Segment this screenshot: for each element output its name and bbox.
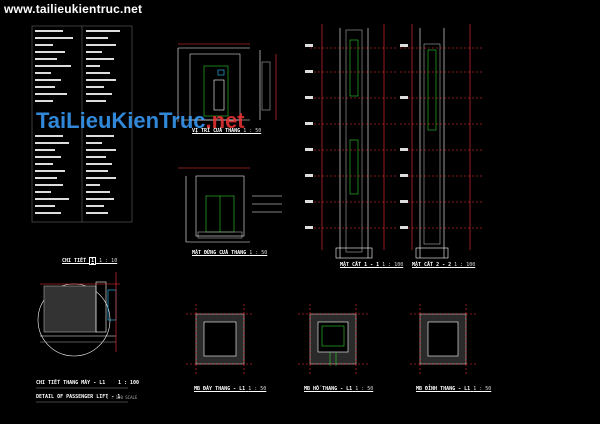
door-plan-title: VỊ TRÍ CỬA THANG 1 : 50 bbox=[192, 128, 261, 134]
top-plan-view bbox=[410, 304, 476, 374]
section-2-2-level-tags bbox=[400, 44, 408, 229]
section-1-1-view bbox=[310, 24, 396, 259]
shaft-plan-title-text: MB HỐ THANG - L1 bbox=[304, 386, 353, 392]
legend-scale: 1 : 100 bbox=[118, 380, 140, 386]
section-1-title-text: MẶT CẮT 1 - 1 bbox=[340, 262, 380, 268]
door-elevation-view bbox=[178, 167, 282, 243]
section-2-2-view bbox=[400, 24, 484, 259]
section-2-scale: 1 : 100 bbox=[454, 262, 476, 268]
door-plan-title-text: VỊ TRÍ CỬA THANG bbox=[192, 128, 241, 134]
watermark-logo-main: TaiLieuKienTruc bbox=[36, 108, 206, 133]
section-1-scale: 1 : 100 bbox=[382, 262, 404, 268]
watermark-logo: TaiLieuKienTruc.net bbox=[36, 108, 245, 134]
spec-table bbox=[31, 25, 133, 223]
section-2-title-text: MẶT CẮT 2 - 2 bbox=[412, 262, 452, 268]
door-elev-scale: 1 : 50 bbox=[249, 250, 268, 256]
top-plan-title: MB ĐỈNH THANG - L1 1 : 50 bbox=[416, 386, 491, 392]
door-plan-view bbox=[177, 43, 277, 122]
legend-title-en: DETAIL OF PASSENGER LIFT - 1 bbox=[36, 394, 121, 400]
pit-plan-title: MB ĐÁY THANG - L1 1 : 50 bbox=[194, 386, 266, 392]
shaft-plan-view bbox=[298, 304, 368, 374]
section-1-1-level-tags bbox=[305, 44, 313, 229]
legend-title-vn: CHI TIẾT THANG MÁY - L1 bbox=[36, 380, 106, 386]
legend-block bbox=[36, 387, 128, 403]
shaft-plan-scale: 1 : 50 bbox=[355, 386, 374, 392]
detail-1-view bbox=[37, 272, 120, 357]
detail-title: CHI TIẾT 1 1 : 10 bbox=[62, 257, 118, 265]
spec-table-text bbox=[35, 30, 120, 214]
top-plan-title-text: MB ĐỈNH THANG - L1 bbox=[416, 386, 471, 392]
section-2-title: MẶT CẮT 2 - 2 1 : 100 bbox=[412, 262, 475, 268]
shaft-plan-title: MB HỐ THANG - L1 1 : 50 bbox=[304, 386, 373, 392]
pit-plan-scale: 1 : 50 bbox=[248, 386, 267, 392]
pit-plan-title-text: MB ĐÁY THANG - L1 bbox=[194, 386, 246, 392]
section-1-title: MẶT CẮT 1 - 1 1 : 100 bbox=[340, 262, 403, 268]
door-elev-title-text: MẶT ĐỨNG CỬA THANG bbox=[192, 250, 247, 256]
detail-scale: 1 : 10 bbox=[99, 258, 118, 264]
door-plan-scale: 1 : 50 bbox=[243, 128, 262, 134]
detail-tag: 1 bbox=[89, 257, 97, 265]
legend-scale-note: 1 : 100 SCALE bbox=[106, 395, 138, 400]
watermark-url: www.tailieukientruc.net bbox=[4, 2, 143, 16]
top-plan-scale: 1 : 50 bbox=[473, 386, 492, 392]
door-elev-title: MẶT ĐỨNG CỬA THANG 1 : 50 bbox=[192, 250, 267, 256]
watermark-logo-suffix: .net bbox=[205, 108, 245, 133]
pit-plan-view bbox=[186, 304, 254, 374]
detail-title-text: CHI TIẾT bbox=[62, 258, 87, 264]
